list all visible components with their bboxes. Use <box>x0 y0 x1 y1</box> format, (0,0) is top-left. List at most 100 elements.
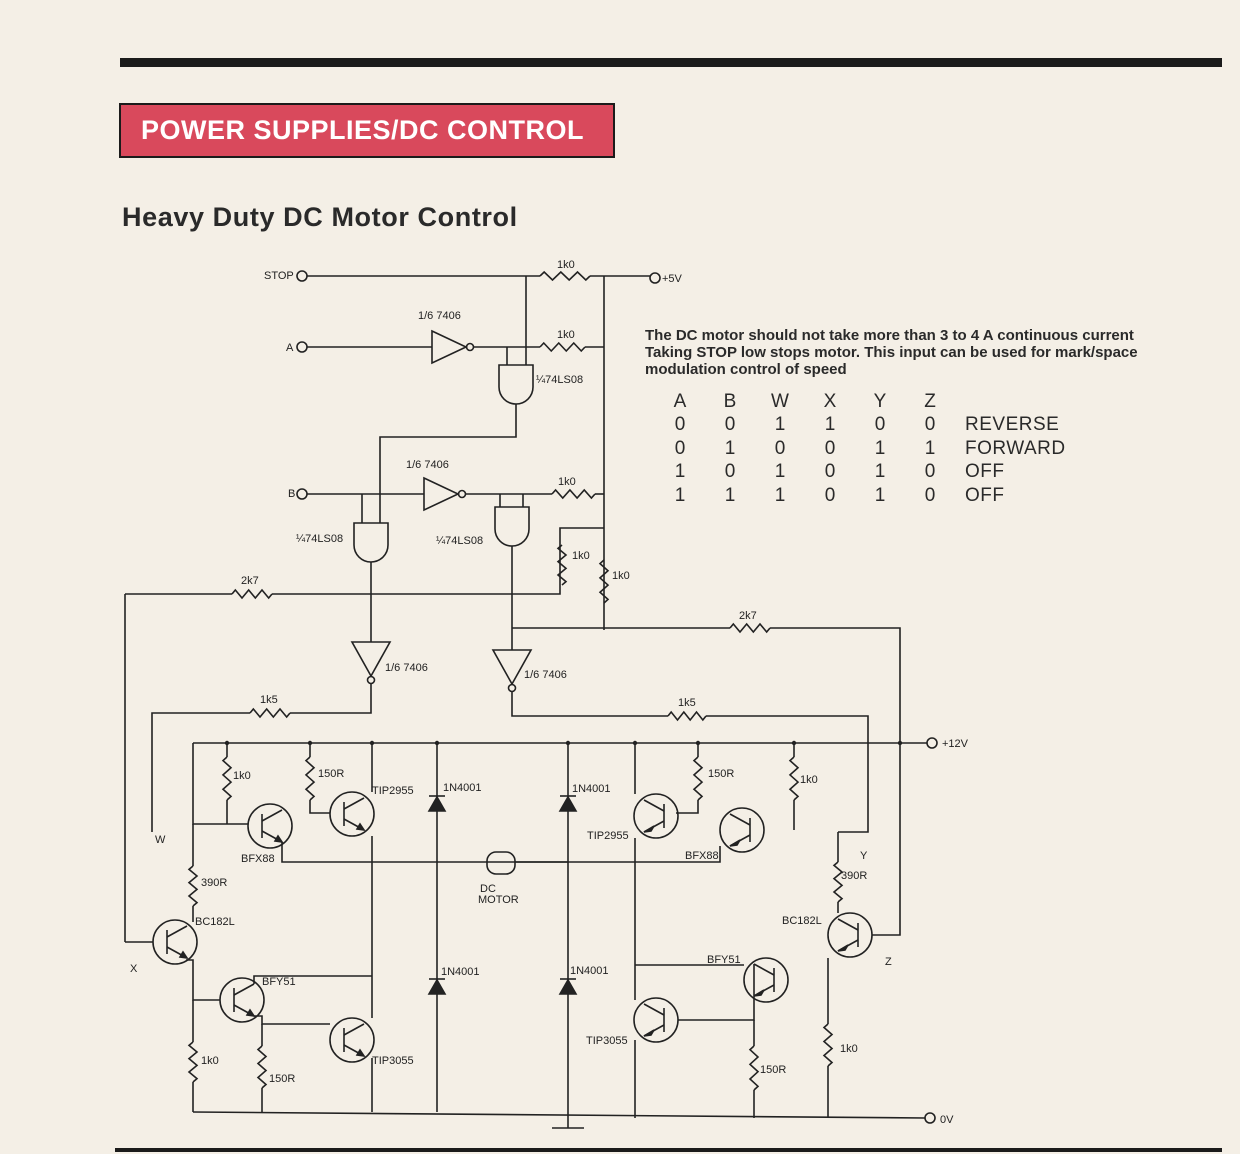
transistor-label: BFY51 <box>707 954 741 966</box>
wire <box>770 627 901 743</box>
junction-dot <box>897 740 903 746</box>
and-gate-left-label: ¼74LS08 <box>296 533 343 545</box>
transistor-symbol <box>743 957 789 1003</box>
terminal <box>926 737 938 749</box>
truth-table-header: A B W X Y Z <box>655 390 1105 414</box>
junction-dot <box>307 740 313 746</box>
node-x-label: X <box>130 963 138 975</box>
resistor-label: 1k0 <box>557 329 575 341</box>
inverter-a-label: 1/6 7406 <box>418 310 461 322</box>
resistor <box>221 756 233 801</box>
wire <box>515 846 721 863</box>
page-title: Heavy Duty DC Motor Control <box>122 202 518 232</box>
plus5v-label: +5V <box>662 273 683 285</box>
wire <box>511 692 668 717</box>
wire <box>379 404 517 523</box>
transistor-arrow <box>643 1029 655 1037</box>
junction-dot <box>224 740 230 746</box>
cell: 0 <box>924 484 936 506</box>
transistor-collector <box>643 1003 665 1016</box>
diode <box>427 978 447 995</box>
resistor <box>256 1045 268 1089</box>
resistor <box>539 341 586 353</box>
inverter-gate <box>350 641 392 678</box>
resistor <box>667 710 707 722</box>
cell: 0 <box>924 461 936 483</box>
diode-label: 1N4001 <box>572 783 611 795</box>
inverter-gate <box>431 329 468 365</box>
cell: 0 <box>724 414 736 436</box>
transistor-label: BFX88 <box>241 853 275 865</box>
and-gate-top-label: ¼74LS08 <box>536 374 583 386</box>
state-cell: FORWARD <box>965 437 1066 459</box>
cell: 0 <box>674 414 686 436</box>
diode <box>558 795 578 812</box>
cell: 1 <box>874 437 886 459</box>
truth-table: A B W X Y Z 0 0 1 1 0 0 REVERSE 0 1 0 0 … <box>655 390 1105 508</box>
terminal <box>924 1112 936 1124</box>
state-cell: OFF <box>965 461 1005 483</box>
resistor <box>551 488 596 500</box>
wire <box>678 964 755 1021</box>
bottom-rule <box>115 1148 1222 1152</box>
dc-motor-symbol <box>486 851 516 875</box>
transistor-collector <box>753 963 775 976</box>
wires <box>124 275 927 1128</box>
col-x: X <box>823 390 837 412</box>
inverter-bubble <box>465 342 475 352</box>
resistor-label: 1k0 <box>572 550 590 562</box>
cell: 1 <box>874 461 886 483</box>
stop-input-label: STOP <box>264 270 294 282</box>
resistor-label: 2k7 <box>241 575 259 587</box>
resistor <box>249 707 291 719</box>
transistor-symbol <box>633 997 679 1043</box>
cell: 0 <box>874 414 886 436</box>
junction-dot <box>695 740 701 746</box>
resistor-label: 1k0 <box>840 1043 858 1055</box>
diode <box>558 978 578 995</box>
table-row: 1 1 1 0 1 0 OFF <box>655 484 1105 508</box>
cell: 0 <box>924 414 936 436</box>
section-banner: POWER SUPPLIES/DC CONTROL <box>119 103 615 158</box>
junction-dot <box>791 740 797 746</box>
note-line: The DC motor should not take more than 3… <box>645 327 1134 344</box>
diode-label: 1N4001 <box>443 782 482 794</box>
diode <box>427 795 447 812</box>
transistor-symbol <box>719 807 765 853</box>
transistor-label: BFX88 <box>685 850 719 862</box>
resistor <box>832 861 844 903</box>
transistor-arrow <box>355 1048 366 1058</box>
inverter-bubble <box>366 675 376 685</box>
wire <box>151 712 250 832</box>
wire <box>192 743 248 825</box>
transistor-symbol <box>329 1017 375 1063</box>
circuit-notes: The DC motor should not take more than 3… <box>645 327 1205 378</box>
inverter-b-label: 1/6 7406 <box>406 459 449 471</box>
cell: 1 <box>774 461 786 483</box>
resistor-label: 150R <box>318 768 344 780</box>
transistor-arrow <box>643 825 655 833</box>
col-b: B <box>723 390 737 412</box>
diode-label: 1N4001 <box>441 966 480 978</box>
transistor-symbol <box>329 791 375 837</box>
wire <box>192 1111 926 1119</box>
state-cell: REVERSE <box>965 414 1060 436</box>
transistor-arrow <box>355 822 366 832</box>
col-w: W <box>771 390 789 412</box>
transistor-symbol <box>827 912 873 958</box>
transistor-symbol <box>247 803 293 849</box>
and-gate <box>498 364 534 405</box>
transistor-collector <box>233 983 255 996</box>
resistor <box>231 588 273 600</box>
table-row: 0 1 0 0 1 1 FORWARD <box>655 437 1105 461</box>
wire <box>186 959 220 1001</box>
resistor <box>748 1045 760 1091</box>
junction-dot <box>632 740 638 746</box>
transistor-label: BFY51 <box>262 976 296 988</box>
transistor-symbol <box>219 977 265 1023</box>
node-z-label: Z <box>885 956 892 968</box>
labels: STOP A B +5V +12V 0V W X Y Z DC MOTOR 1/… <box>130 259 969 1126</box>
resistor-label: 150R <box>269 1073 295 1085</box>
resistor-label: 1k0 <box>558 476 576 488</box>
resistor-label: 1k5 <box>260 694 278 706</box>
